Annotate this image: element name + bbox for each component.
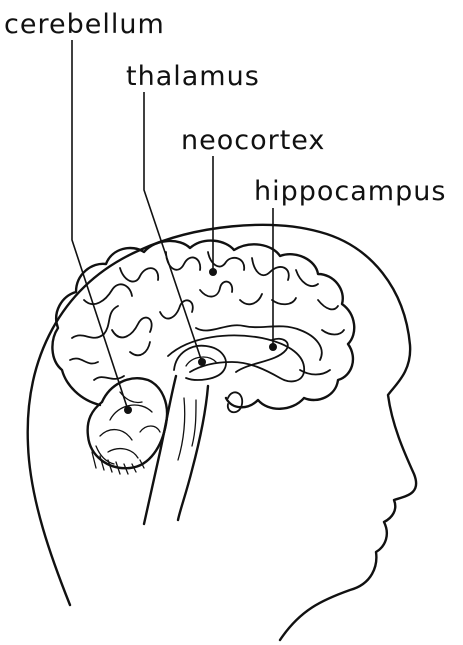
dot-thalamus [198, 358, 206, 366]
dot-hippocampus [269, 343, 277, 351]
leader-cerebellum [72, 40, 128, 410]
label-cerebellum: cerebellum [4, 9, 165, 40]
corpus-callosum [168, 335, 304, 381]
dot-cerebellum [124, 406, 132, 414]
label-thalamus: thalamus [126, 61, 260, 92]
label-hippocampus: hippocampus [254, 176, 446, 207]
cerebellum-shape [88, 378, 167, 474]
head-outline [28, 225, 416, 640]
dot-neocortex [209, 268, 217, 276]
cerebrum-outline [52, 241, 354, 409]
brainstem [144, 376, 176, 524]
label-neocortex: neocortex [181, 125, 325, 156]
